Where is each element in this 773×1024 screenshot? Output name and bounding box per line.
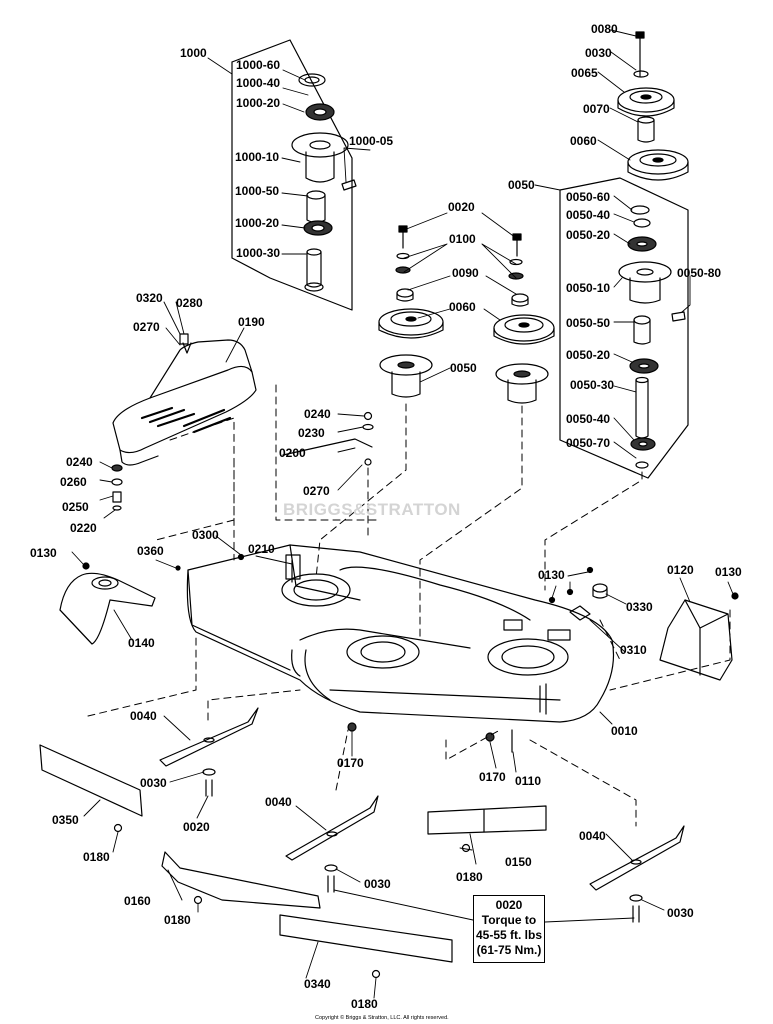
baffles: [39, 744, 547, 979]
part-label: 0010: [611, 724, 638, 738]
torque-part-number: 0020: [495, 898, 523, 912]
part-label: 0310: [620, 643, 647, 657]
part-label: 0130: [30, 546, 57, 560]
part-label: 0050: [450, 361, 477, 375]
part-label: 0180: [83, 850, 110, 864]
deck-hardware: [175, 553, 513, 753]
torque-line-1: Torque to: [481, 913, 537, 927]
part-label: 0040: [579, 829, 606, 843]
part-label: 0050-80: [677, 266, 722, 280]
part-label: 0220: [70, 521, 97, 535]
part-label: 0240: [66, 455, 93, 469]
part-label: 0030: [585, 46, 612, 60]
chute-0120: [659, 592, 739, 681]
part-label: 0200: [279, 446, 306, 460]
part-label: 1000-20: [235, 216, 280, 230]
part-label: 1000-60: [236, 58, 281, 72]
blades-0040: [159, 707, 685, 923]
part-label: 0130: [715, 565, 742, 579]
part-label: 0180: [456, 870, 483, 884]
part-label: 0065: [571, 66, 598, 80]
part-label: 0120: [667, 563, 694, 577]
part-label: 0180: [351, 997, 378, 1011]
part-label: 0150: [505, 855, 532, 869]
part-label: 0050-20: [566, 228, 611, 242]
leader-lines: [71, 29, 734, 999]
part-label: 0260: [60, 475, 87, 489]
part-label: 0330: [626, 600, 653, 614]
middle-spindles-0050: [378, 225, 555, 404]
part-label: 0180: [164, 913, 191, 927]
part-label: 0250: [62, 500, 89, 514]
part-label: 0170: [479, 770, 506, 784]
part-label: 0320: [136, 291, 163, 305]
part-label: 0030: [364, 877, 391, 891]
part-label: 0030: [140, 776, 167, 790]
part-label: 0050-40: [566, 208, 611, 222]
part-label: 0020: [183, 820, 210, 834]
part-label: 0210: [248, 542, 275, 556]
part-label: 0050-30: [570, 378, 615, 392]
copyright-notice: Copyright © Briggs & Stratton, LLC. All …: [315, 1015, 449, 1021]
part-label: 0050-10: [566, 281, 611, 295]
part-label: 0050: [508, 178, 535, 192]
hardware-left: [111, 464, 123, 511]
belt-cover-0190: [112, 333, 257, 466]
part-label: 0270: [133, 320, 160, 334]
part-label: 0060: [449, 300, 476, 314]
part-label: 0030: [667, 906, 694, 920]
part-label: 1000-05: [349, 134, 394, 148]
part-label: 0050-40: [566, 412, 611, 426]
part-label: 1000-20: [236, 96, 281, 110]
torque-line-2: 45-55 ft. lbs: [475, 928, 543, 942]
watermark: BRIGGS&STRATTON: [283, 500, 461, 519]
part-label: 0360: [137, 544, 164, 558]
part-label: 0110: [515, 774, 542, 788]
part-label: 1000-30: [236, 246, 281, 260]
part-label: 0300: [192, 528, 219, 542]
assembly-lines: [87, 384, 731, 827]
part-label: 0050-50: [566, 316, 611, 330]
part-label: 0050-20: [566, 348, 611, 362]
part-label: 0040: [130, 709, 157, 723]
part-label: 0040: [265, 795, 292, 809]
part-label: 0350: [52, 813, 79, 827]
part-label: 1000-10: [235, 150, 280, 164]
part-label: 0270: [303, 484, 330, 498]
part-label: 0100: [449, 232, 476, 246]
part-label: 0140: [128, 636, 155, 650]
part-label: 0050-70: [566, 436, 611, 450]
part-label: 0130: [538, 568, 565, 582]
torque-line-3: (61-75 Nm.): [476, 943, 542, 957]
part-label: 0080: [591, 22, 618, 36]
part-label: 0190: [238, 315, 265, 329]
part-label: 0240: [304, 407, 331, 421]
part-label: 0280: [176, 296, 203, 310]
part-label: 0090: [452, 266, 479, 280]
torque-note: 0020 Torque to 45-55 ft. lbs (61-75 Nm.): [473, 895, 545, 963]
spindle-assembly-0050-right: [559, 31, 689, 479]
part-label: 0170: [337, 756, 364, 770]
part-label: 0340: [304, 977, 331, 991]
part-label: 0020: [448, 200, 475, 214]
part-label: 0050-60: [566, 190, 611, 204]
part-label: 1000: [180, 46, 207, 60]
part-label: 1000-50: [235, 184, 280, 198]
part-label: 0160: [124, 894, 151, 908]
part-label: 0230: [298, 426, 325, 440]
deflector-0140: [59, 562, 156, 645]
part-label: 0060: [570, 134, 597, 148]
part-label: 0070: [583, 102, 610, 116]
part-label: 1000-40: [236, 76, 281, 90]
